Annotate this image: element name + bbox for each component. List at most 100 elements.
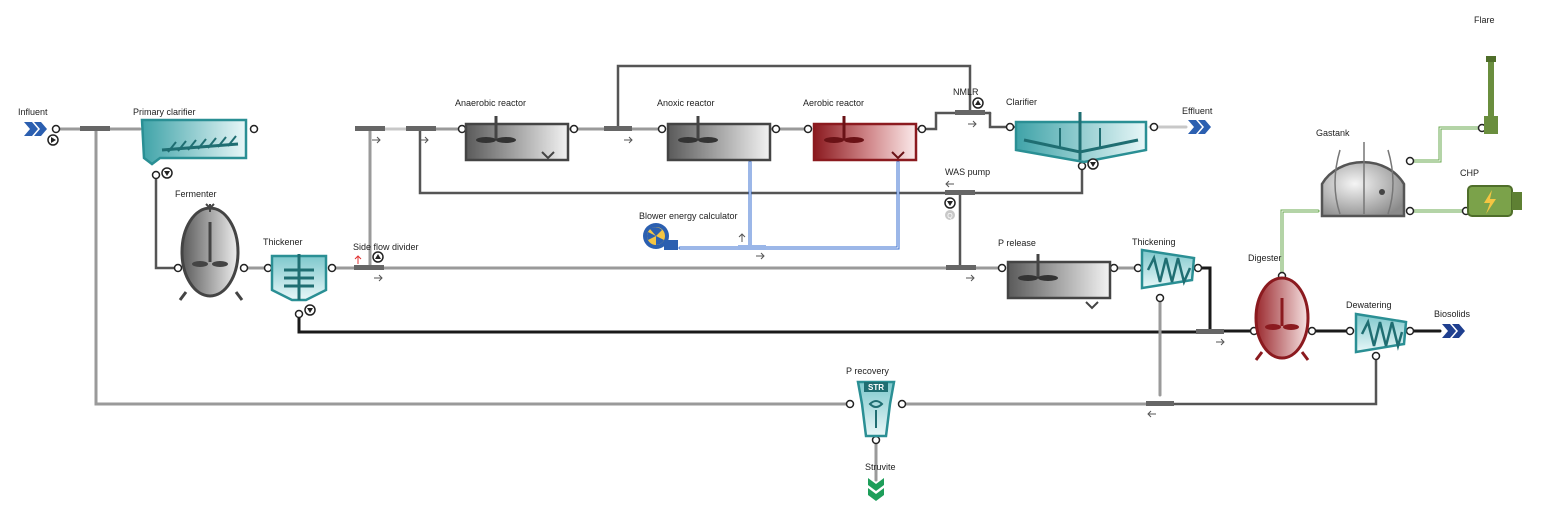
arrow-right-icon <box>420 136 429 144</box>
anaerobic-reactor-icon[interactable] <box>464 116 570 162</box>
port[interactable] <box>1371 351 1381 361</box>
port[interactable] <box>263 263 273 273</box>
gastank-icon[interactable] <box>1320 142 1406 218</box>
port[interactable] <box>1345 326 1355 336</box>
flare-icon[interactable] <box>1484 56 1498 134</box>
gas-line-digester-to-gastank[interactable] <box>1280 209 1320 278</box>
port[interactable] <box>51 124 61 134</box>
port[interactable] <box>294 309 304 319</box>
port[interactable] <box>327 263 337 273</box>
tee-influent[interactable] <box>80 126 110 131</box>
tee-filtrate[interactable] <box>1146 401 1174 406</box>
label-thickening: Thickening <box>1132 237 1176 247</box>
port[interactable] <box>1109 263 1119 273</box>
air-line-aerobic[interactable] <box>678 160 900 250</box>
clarifier-icon[interactable] <box>1014 112 1148 164</box>
port[interactable] <box>1149 122 1159 132</box>
pipe-primary-sludge[interactable] <box>154 174 180 270</box>
label-side-flow-divider: Side flow divider <box>353 242 419 252</box>
port[interactable] <box>1405 206 1415 216</box>
label-effluent: Effluent <box>1182 106 1213 116</box>
port[interactable] <box>173 263 183 273</box>
tee-divider[interactable] <box>355 126 385 131</box>
arrow-right-icon <box>966 274 975 282</box>
port[interactable] <box>997 263 1007 273</box>
biosolids-icon[interactable] <box>1442 324 1465 338</box>
port[interactable] <box>569 124 579 134</box>
pump-indicator-icon[interactable] <box>161 167 173 179</box>
label-dewatering: Dewatering <box>1346 300 1392 310</box>
effluent-icon[interactable] <box>1188 120 1211 134</box>
port[interactable] <box>249 124 259 134</box>
label-clarifier: Clarifier <box>1006 97 1038 107</box>
arrow-up-icon <box>738 233 746 242</box>
pump-indicator-icon[interactable] <box>1087 158 1099 170</box>
aerobic-reactor-icon[interactable] <box>812 116 918 162</box>
port[interactable] <box>871 435 881 445</box>
label-fermenter: Fermenter <box>175 189 217 199</box>
tee-air[interactable] <box>738 245 766 250</box>
chp-icon[interactable] <box>1467 185 1522 217</box>
tee-prelease[interactable] <box>946 265 976 270</box>
port[interactable] <box>1307 326 1317 336</box>
tee-anoxic-mix[interactable] <box>604 126 632 131</box>
label-struvite: Struvite <box>865 462 896 472</box>
port[interactable] <box>1405 156 1415 166</box>
port[interactable] <box>239 263 249 273</box>
port[interactable] <box>1133 263 1143 273</box>
port[interactable] <box>803 124 813 134</box>
pump-indicator-icon[interactable] <box>372 251 384 263</box>
arrow-right-icon <box>756 252 765 260</box>
struvite-icon[interactable] <box>868 478 884 501</box>
label-anoxic-reactor: Anoxic reactor <box>657 98 715 108</box>
label-blower-energy-calculator: Blower energy calculator <box>639 211 738 221</box>
dewatering-icon[interactable] <box>1354 312 1408 354</box>
digester-icon[interactable] <box>1254 276 1310 361</box>
port[interactable] <box>845 399 855 409</box>
port[interactable] <box>1155 293 1165 303</box>
blower-icon[interactable] <box>643 223 678 250</box>
pipe-thickener-underflow[interactable] <box>297 312 1202 334</box>
arrow-right-icon <box>1216 338 1225 346</box>
pipe-thickening-to-digester[interactable] <box>1194 266 1256 333</box>
thickening-icon[interactable] <box>1140 248 1196 290</box>
pipe-aerobic-to-nmlr[interactable] <box>916 111 992 131</box>
tee-mixer[interactable] <box>406 126 436 131</box>
was-pump-icon[interactable]: Q <box>944 197 956 220</box>
influent-icon[interactable] <box>24 122 47 136</box>
port[interactable] <box>897 399 907 409</box>
port[interactable] <box>1005 122 1015 132</box>
port[interactable] <box>1405 326 1415 336</box>
flow-arrows <box>372 120 1225 418</box>
gas-line-gastank-to-flare[interactable] <box>1406 126 1484 163</box>
port[interactable] <box>1193 263 1203 273</box>
svg-text:Q: Q <box>947 213 953 220</box>
tee-was[interactable] <box>945 190 975 195</box>
port[interactable] <box>657 124 667 134</box>
pump-indicator-icon[interactable] <box>47 134 59 146</box>
anoxic-reactor-icon[interactable] <box>666 116 772 162</box>
port[interactable] <box>1077 161 1087 171</box>
port[interactable] <box>151 170 161 180</box>
fermenter-icon[interactable] <box>178 203 244 301</box>
p-recovery-icon[interactable]: STR <box>856 380 896 438</box>
pump-indicator-icon[interactable] <box>304 304 316 316</box>
pump-indicator-icon[interactable] <box>972 97 984 109</box>
tee-nmlr[interactable] <box>955 110 985 115</box>
port[interactable] <box>917 124 927 134</box>
label-was-pump: WAS pump <box>945 167 991 177</box>
port[interactable] <box>771 124 781 134</box>
arrow-right-icon <box>372 136 381 144</box>
pipe-dewatering-filtrate[interactable] <box>1162 354 1378 406</box>
pipe-nmlr-recycle[interactable] <box>616 64 972 131</box>
p-recovery-badge: STR <box>868 383 884 392</box>
tee-sideflow[interactable] <box>354 265 384 270</box>
pipe-precovery-return[interactable] <box>94 127 848 406</box>
p-release-icon[interactable] <box>1006 254 1112 310</box>
port[interactable] <box>457 124 467 134</box>
primary-clarifier-icon[interactable] <box>140 118 248 166</box>
arrow-right-icon <box>968 120 977 128</box>
tee-digester[interactable] <box>1196 329 1224 334</box>
thickener-icon[interactable] <box>270 254 328 302</box>
